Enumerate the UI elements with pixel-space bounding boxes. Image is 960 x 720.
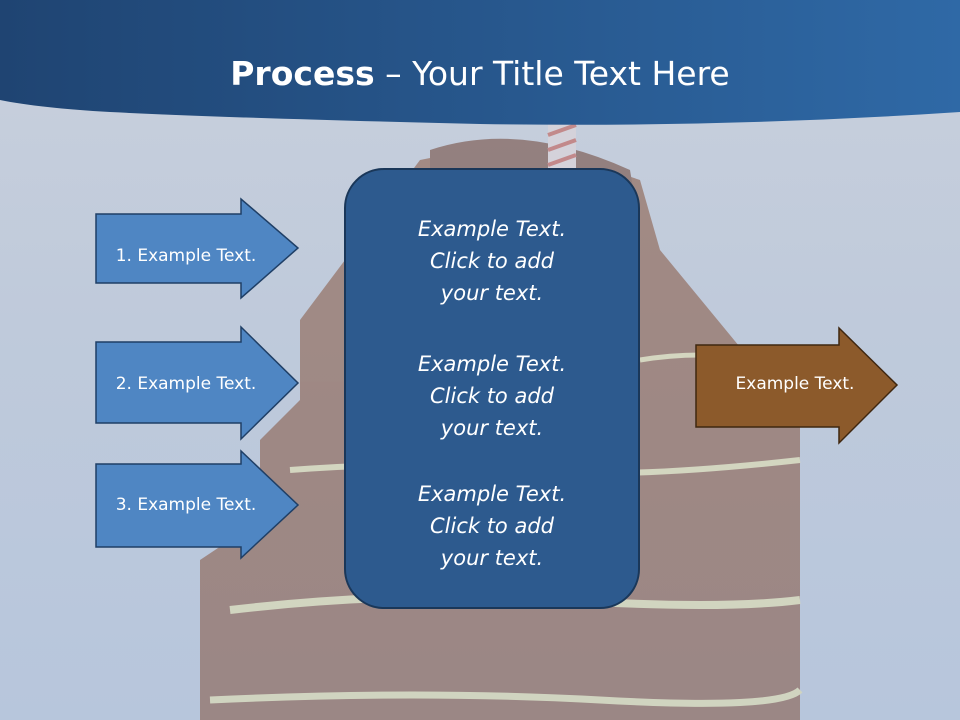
input-arrow-3[interactable]: 3. Example Text. (95, 449, 301, 560)
title-rest: – Your Title Text Here (374, 54, 730, 93)
arrow-shape (95, 197, 300, 300)
process-text-2[interactable]: Example Text. Click to add your text. (417, 352, 567, 440)
arrow-shape (95, 449, 300, 560)
input-arrow-label: 1. Example Text. (115, 246, 257, 266)
arrow-shape (695, 326, 899, 445)
title-bold: Process (230, 54, 375, 93)
input-arrow-label: 3. Example Text. (115, 495, 257, 515)
input-arrow-label: 2. Example Text. (115, 374, 257, 394)
process-text-3[interactable]: Example Text. Click to add your text. (417, 482, 567, 570)
output-arrow[interactable]: Example Text. (695, 326, 901, 445)
input-arrow-2[interactable]: 2. Example Text. (95, 325, 301, 441)
header-band (0, 0, 960, 125)
output-arrow-label: Example Text. (735, 374, 855, 394)
slide-title[interactable]: Process – Your Title Text Here (0, 52, 960, 96)
input-arrow-1[interactable]: 1. Example Text. (95, 197, 301, 300)
arrow-shape (95, 325, 300, 441)
process-box[interactable] (344, 168, 640, 609)
process-text-1[interactable]: Example Text. Click to add your text. (417, 217, 567, 305)
